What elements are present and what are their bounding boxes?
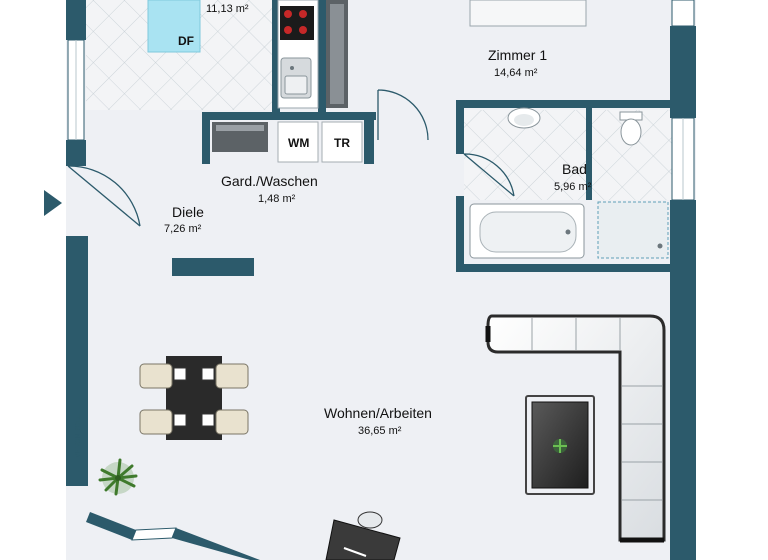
sofa-icon — [485, 314, 666, 543]
diele-name: Diele — [172, 204, 204, 220]
bad-area: 5,96 m² — [554, 181, 592, 193]
gard-area: 1,48 m² — [258, 193, 296, 205]
doors — [67, 89, 515, 227]
bed — [469, 0, 587, 27]
desk — [325, 511, 401, 560]
table-plant — [553, 439, 567, 453]
shower-icon — [597, 201, 669, 259]
coffee-table — [525, 395, 595, 495]
windows — [67, 0, 695, 541]
skylight-label: DF — [178, 34, 194, 48]
stove-icon — [280, 6, 314, 40]
watermark: VP VON POLL — [75, 414, 82, 459]
wohnen-name: Wohnen/Arbeiten — [324, 405, 432, 421]
dryer — [321, 121, 363, 163]
zimmer1-area: 14,64 m² — [494, 67, 538, 79]
washer-label: WM — [288, 136, 309, 150]
entrance-door — [67, 165, 141, 227]
zimmer1-name: Zimmer 1 — [488, 47, 547, 63]
walls — [66, 0, 696, 560]
bad-door — [463, 153, 515, 197]
wohnen-area: 36,65 m² — [358, 425, 402, 437]
washbasin-icon — [507, 107, 541, 129]
gard-name: Gard./Waschen — [221, 173, 318, 189]
bad-name: Bad — [562, 161, 587, 177]
zimmer-door — [377, 89, 429, 141]
chair-icon — [139, 363, 249, 435]
plant-icon — [98, 458, 138, 496]
entrance-arrow-icon — [44, 190, 62, 216]
toilet-icon — [619, 111, 643, 146]
diele-area: 7,26 m² — [164, 223, 202, 235]
dryer-label: TR — [334, 136, 350, 150]
kitchen-area: 11,13 m² — [206, 3, 249, 15]
washer — [277, 121, 319, 163]
sink-icon — [280, 57, 312, 99]
desk-chair — [357, 511, 383, 529]
skylight — [147, 0, 201, 53]
dining-set — [139, 356, 249, 440]
